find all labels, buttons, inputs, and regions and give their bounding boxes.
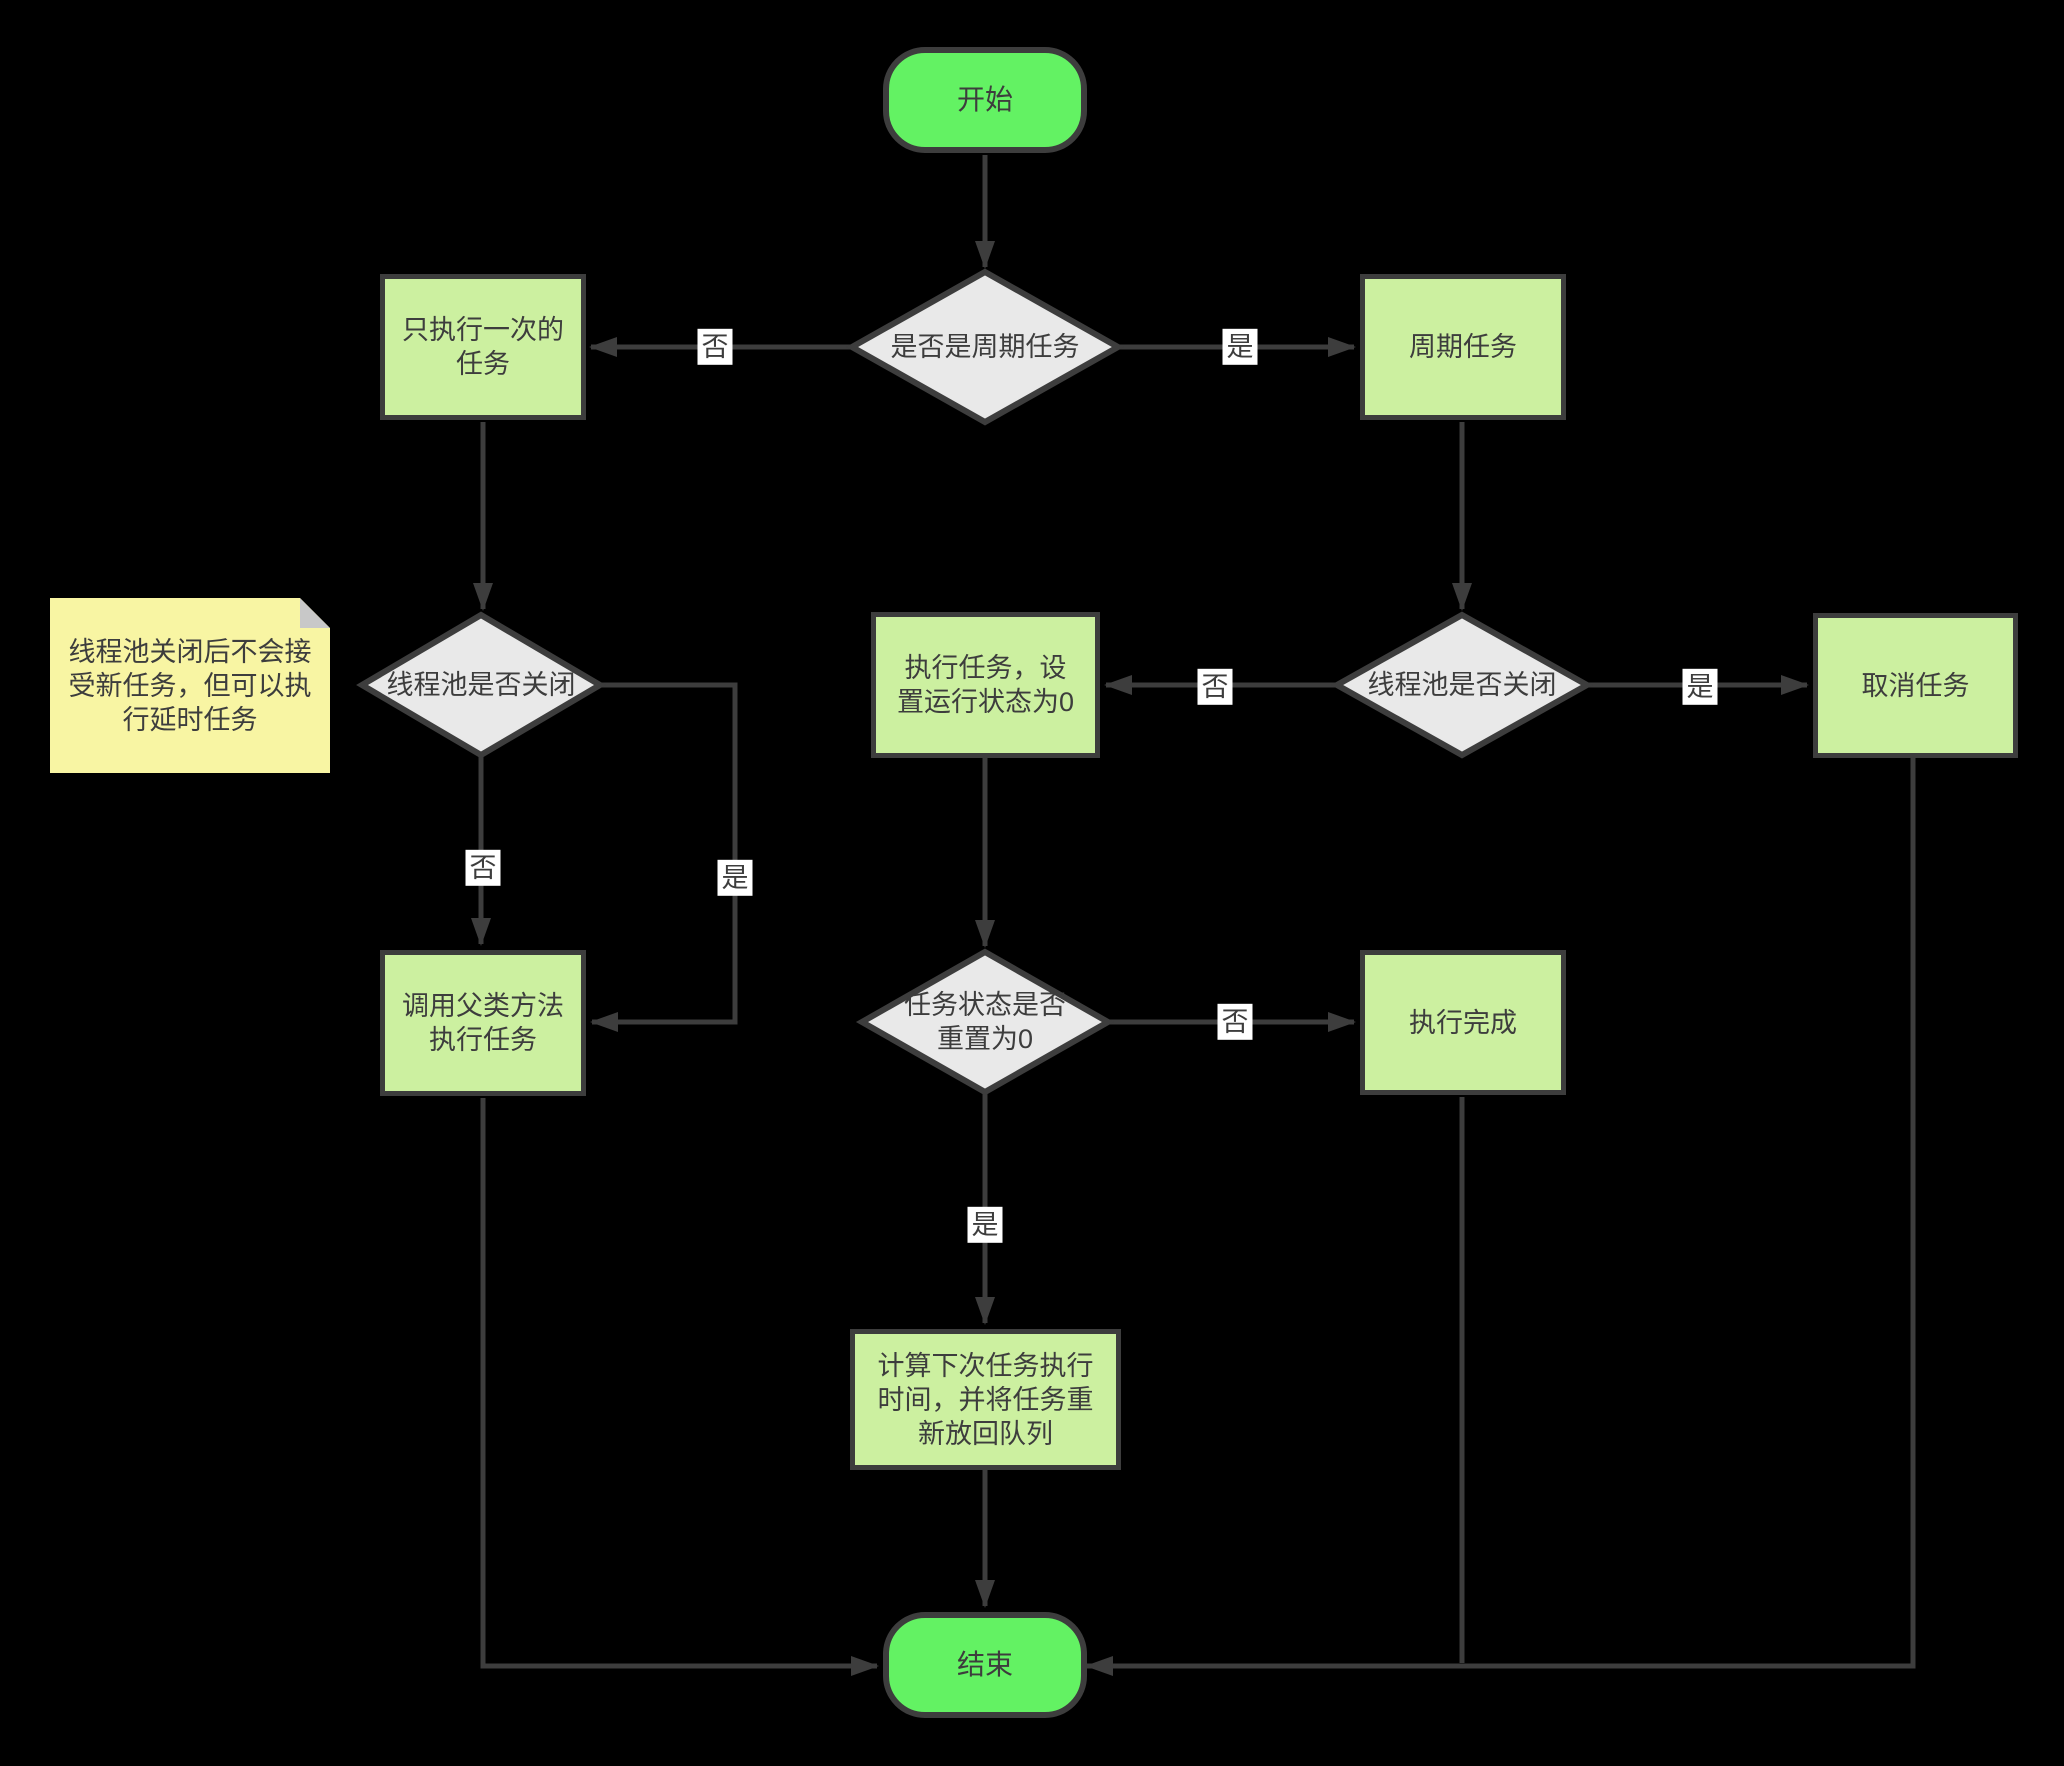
start-node: 开始 bbox=[883, 47, 1087, 153]
edge-label-is-periodic-no: 否 bbox=[697, 328, 733, 366]
process-cancel-task: 取消任务 bbox=[1813, 613, 2018, 758]
edge-label-is-periodic-yes: 是 bbox=[1222, 328, 1258, 366]
decision-is-periodic-label: 是否是周期任务 bbox=[890, 332, 1080, 362]
edge-call-super-to-end bbox=[480, 1098, 879, 1676]
decision-is-periodic-shape bbox=[845, 268, 1125, 426]
decision-pool-closed-left-label: 线程池是否关闭 bbox=[386, 670, 576, 700]
edge-label-pool-right-yes: 是 bbox=[1682, 668, 1718, 706]
note-thread-pool: 线程池关闭后不会接 受新任务，但可以执 行延时任务 bbox=[50, 598, 330, 773]
decision-state-reset-label: 任务状态是否 重置为0 bbox=[904, 990, 1066, 1054]
process-call-super: 调用父类方法 执行任务 bbox=[380, 950, 586, 1096]
edge-label-pool-left-no: 否 bbox=[465, 849, 501, 887]
edge-label-state-reset-yes: 是 bbox=[967, 1206, 1003, 1244]
note-text: 线程池关闭后不会接 受新任务，但可以执 行延时任务 bbox=[68, 636, 312, 735]
end-node: 结束 bbox=[883, 1612, 1087, 1718]
process-requeue: 计算下次任务执行 时间，并将任务重 新放回队列 bbox=[850, 1329, 1121, 1470]
edge-label-state-reset-no: 否 bbox=[1217, 1003, 1253, 1041]
edge-label-pool-left-yes: 是 bbox=[717, 859, 753, 897]
process-exec-done: 执行完成 bbox=[1360, 950, 1566, 1095]
edge-pool-left-yes bbox=[590, 682, 738, 1032]
edge-cancel-to-end bbox=[1085, 757, 1916, 1676]
decision-pool-closed-right-label: 线程池是否关闭 bbox=[1367, 670, 1557, 700]
process-exec-task: 执行任务，设 置运行状态为0 bbox=[871, 612, 1100, 758]
process-periodic-task: 周期任务 bbox=[1360, 274, 1566, 420]
process-once-task: 只执行一次的 任务 bbox=[380, 274, 586, 420]
decision-pool-closed-right-shape bbox=[1330, 611, 1594, 759]
edge-label-pool-right-no: 否 bbox=[1197, 668, 1233, 706]
decision-pool-closed-left-shape bbox=[356, 611, 606, 759]
decision-state-reset-shape bbox=[855, 948, 1115, 1096]
